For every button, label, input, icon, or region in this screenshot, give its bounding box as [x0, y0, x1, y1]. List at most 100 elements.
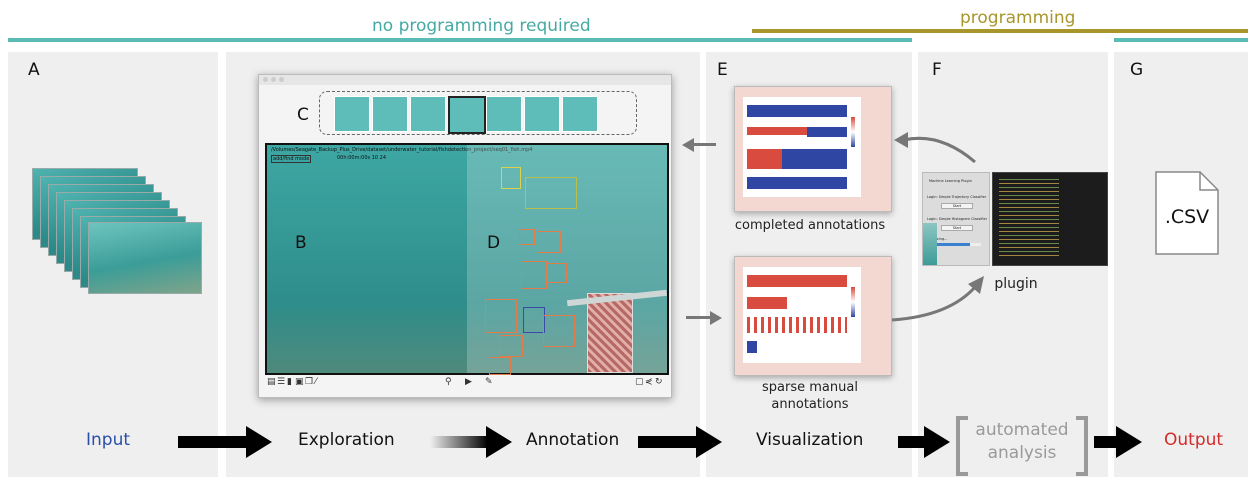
thumbnail[interactable] — [372, 96, 408, 132]
plot-bar — [747, 105, 847, 117]
bounding-box[interactable] — [521, 261, 547, 289]
label-g: G — [1130, 60, 1144, 80]
gallery-icon[interactable]: ▣ — [295, 377, 304, 387]
plugin-progress — [927, 243, 981, 246]
play-icon[interactable]: ▶ — [465, 377, 472, 387]
header-line-programming-teal — [1114, 38, 1248, 42]
thumbnail[interactable] — [562, 96, 598, 132]
bounding-box[interactable] — [499, 335, 523, 357]
csv-file-label: .CSV — [1164, 206, 1210, 228]
thumbnail[interactable] — [410, 96, 446, 132]
net-structure — [587, 293, 633, 373]
csv-file-icon — [1155, 171, 1219, 255]
plot-bar — [747, 341, 757, 353]
app-window: C /Volumes/Seagate_Backup_Plus_Drive/dat… — [258, 74, 672, 398]
arrow-e-to-c — [688, 143, 716, 146]
plugin-progress-fill — [927, 243, 971, 246]
video-frame — [88, 222, 202, 294]
caption-completed-annotations: completed annotations — [734, 218, 886, 233]
bounding-box[interactable] — [537, 231, 561, 253]
header-no-programming: no programming required — [372, 16, 591, 36]
curved-arrows — [891, 132, 984, 322]
bounding-box[interactable] — [523, 307, 545, 333]
arrow-e-to-c-head — [682, 138, 694, 152]
stage-automated-line2: analysis — [987, 443, 1057, 463]
window-close-button[interactable] — [263, 77, 268, 82]
plot-spikes — [747, 317, 847, 333]
search-icon[interactable]: ⚲ — [445, 377, 452, 387]
wand-icon[interactable]: ⁄ — [315, 377, 317, 387]
plugin-item2-button[interactable]: Start — [941, 225, 973, 231]
thumbnail[interactable] — [486, 96, 522, 132]
stage-annotation: Annotation — [526, 430, 620, 450]
arrow-exploration-annotation — [430, 436, 488, 448]
code-lines — [999, 179, 1059, 259]
share-icon[interactable]: ⋞ — [645, 377, 653, 387]
bracket-left — [956, 416, 968, 476]
arrow-plugin-to-completed — [903, 136, 976, 164]
header-line-no-programming — [8, 38, 912, 42]
bounding-box[interactable] — [485, 299, 517, 333]
thumbnail[interactable] — [334, 96, 370, 132]
caption-sparse-line1: sparse manual — [762, 380, 858, 395]
refresh-icon[interactable]: ↻ — [655, 377, 663, 387]
arrow-sparse-to-plugin — [891, 285, 978, 322]
plot-colorbar — [851, 287, 855, 317]
label-b: B — [295, 233, 307, 253]
arrow-input-exploration — [178, 436, 248, 448]
plot-bar — [747, 127, 807, 135]
image-icon[interactable]: ▤ — [267, 377, 276, 387]
plot-bar — [807, 127, 847, 137]
list-icon[interactable]: ☰ — [277, 377, 286, 387]
bookmark-icon[interactable]: ▮ — [287, 377, 292, 387]
stage-output: Output — [1164, 430, 1224, 450]
edit-icon[interactable]: ✎ — [485, 377, 493, 387]
time-text: 00h:00m:00s 10 24 — [337, 155, 387, 161]
completed-annotations-window — [734, 86, 892, 212]
thumbnail-strip — [319, 91, 637, 135]
plugin-item2: Login: Simple Histogram Classifier — [927, 217, 988, 221]
copy-icon[interactable]: ❐ — [305, 377, 314, 387]
stage-automated-line1: automated — [975, 420, 1069, 440]
plugin-window: Machine Learning Plugin Login: Simple Tr… — [922, 172, 990, 266]
caption-sparse-line2: annotations — [771, 397, 849, 412]
arrow-exploration-annotation-head — [486, 426, 512, 458]
video-view[interactable]: /Volumes/Seagate_Backup_Plus_Drive/datas… — [265, 143, 669, 375]
plugin-title: Machine Learning Plugin — [929, 179, 972, 183]
thumbnail-selected[interactable] — [448, 96, 486, 134]
sparse-annotations-window — [734, 256, 892, 376]
bounding-box[interactable] — [547, 263, 567, 283]
header-programming: programming — [960, 8, 1076, 28]
plugin-item1-button[interactable]: Start — [941, 203, 973, 209]
arrow-sparse-to-plugin-head — [968, 276, 984, 294]
plot-colorbar — [851, 117, 855, 147]
stage-input: Input — [86, 430, 131, 450]
arrow-annotation-visualization-head — [696, 426, 722, 458]
plot-canvas — [743, 267, 861, 363]
plugin-status: Analyzing... — [927, 237, 948, 241]
file-path-text: /Volumes/Seagate_Backup_Plus_Drive/datas… — [271, 147, 533, 153]
label-c: C — [297, 105, 309, 125]
player-toolbar: ▤ ☰ ▮ ▣ ❐ ⁄ ⚲ ▶ ✎ ▢ ⋞ ↻ — [265, 375, 665, 391]
plugin-item1: Login: Simple Trajectory Classifier — [927, 195, 987, 199]
bounding-box[interactable] — [501, 167, 521, 189]
window-minimize-button[interactable] — [271, 77, 276, 82]
arrow-visualization-automated — [898, 436, 926, 448]
stage-exploration: Exploration — [298, 430, 395, 450]
window-zoom-button[interactable] — [279, 77, 284, 82]
plot-bar — [747, 149, 847, 169]
bounding-box[interactable] — [525, 177, 577, 209]
bounding-box[interactable] — [489, 357, 511, 375]
header-line-programming — [752, 29, 1248, 33]
bounding-box[interactable] — [519, 229, 535, 245]
stage-visualization: Visualization — [756, 430, 864, 450]
label-e: E — [717, 60, 728, 80]
plot-bar — [747, 297, 787, 309]
bounding-box[interactable] — [543, 315, 575, 347]
arrow-automated-output — [1094, 436, 1118, 448]
arrow-visualization-automated-head — [924, 426, 950, 458]
thumbnail[interactable] — [524, 96, 560, 132]
plot-bar — [747, 275, 847, 287]
save-icon[interactable]: ▢ — [635, 377, 644, 387]
label-d: D — [487, 233, 501, 253]
